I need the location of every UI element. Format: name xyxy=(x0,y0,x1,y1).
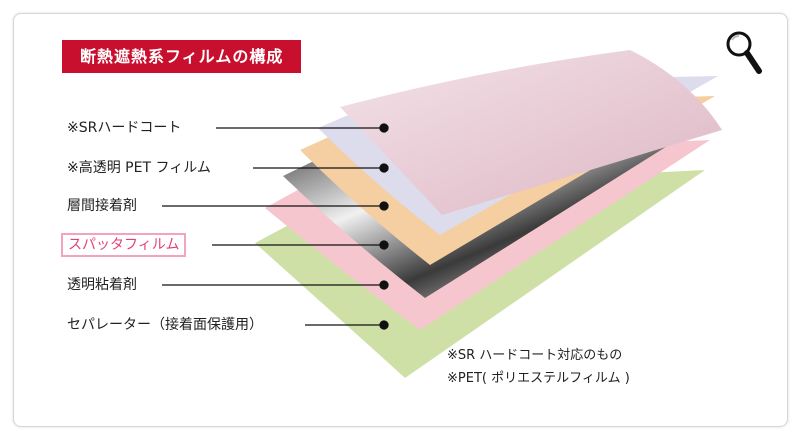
label-pet-film: ※高透明 PET フィルム xyxy=(67,160,211,176)
diagram-title: 断熱遮熱系フィルムの構成 xyxy=(62,40,302,73)
label-hard-coat: ※SRハードコート xyxy=(67,120,182,136)
layer-hard-coat xyxy=(340,50,722,215)
footnote-pet: ※PET( ポリエステルフィルム ) xyxy=(447,371,630,386)
magnifier-icon[interactable] xyxy=(722,27,766,79)
label-sputter-film[interactable]: スパッタフィルム xyxy=(61,233,187,257)
label-interlayer-adhesive: 層間接着剤 xyxy=(67,198,137,214)
footnote-hard-coat: ※SR ハードコート対応のもの xyxy=(447,348,623,363)
label-separator: セパレーター（接着面保護用） xyxy=(67,317,263,333)
label-adhesive: 透明粘着剤 xyxy=(67,277,137,293)
